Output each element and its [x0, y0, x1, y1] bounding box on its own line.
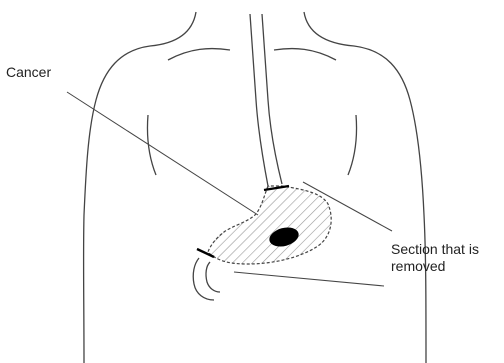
right-clavicle [274, 49, 336, 60]
duodenum-inner-wall [206, 262, 220, 292]
cancer-label: Cancer [6, 64, 51, 81]
duodenum-outer-wall [193, 258, 214, 300]
torso-right-side [304, 12, 426, 363]
left-clavicle [168, 49, 230, 60]
duodenum [193, 258, 220, 300]
cancer-leader-line [67, 92, 258, 215]
esophagus-right-wall [262, 14, 282, 184]
torso-left-side [84, 12, 196, 363]
removed-stomach-section [208, 186, 331, 264]
esophagus [250, 14, 282, 186]
removed-section-label-line2: removed [391, 258, 503, 275]
removed-section-label: Section that is removed [391, 241, 503, 275]
torso-outline [84, 12, 426, 363]
removed-section-label-line1: Section that is [391, 241, 503, 258]
section-lower-leader-line [234, 272, 384, 286]
esophagus-left-wall [250, 14, 268, 186]
right-chest-line [348, 115, 357, 175]
